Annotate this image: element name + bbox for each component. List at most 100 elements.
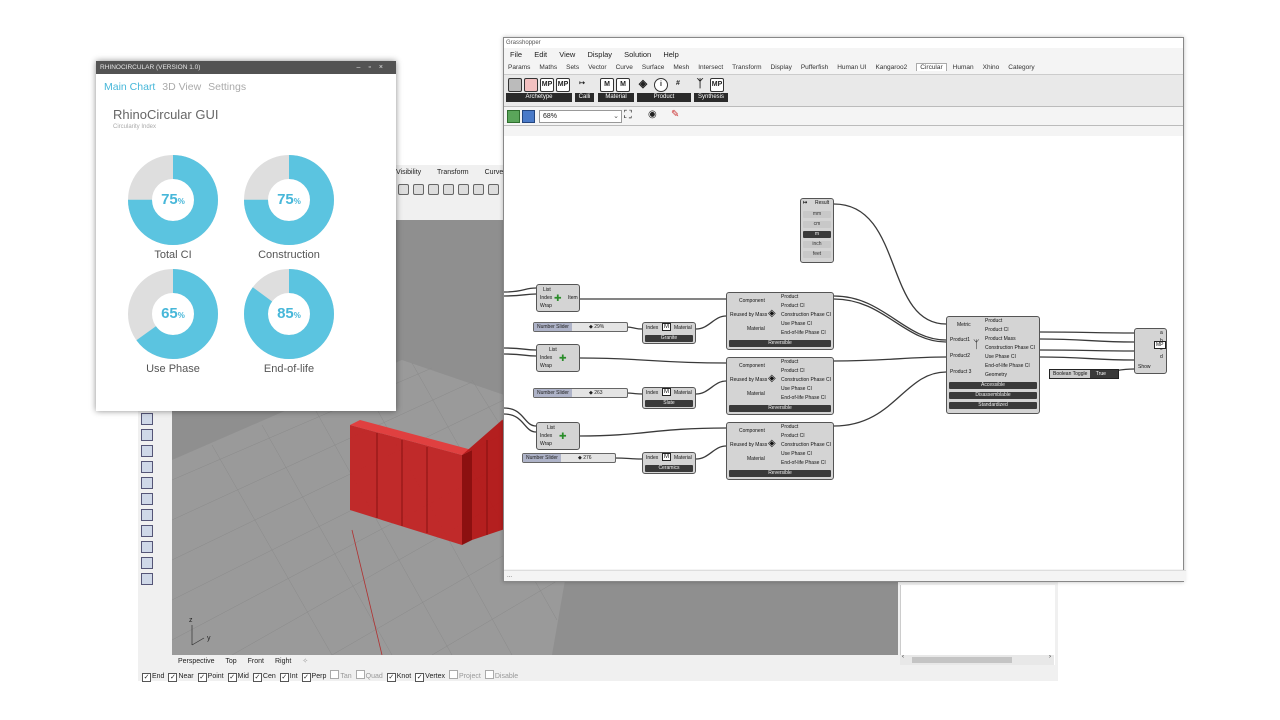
material-name-bar[interactable]: Ceramics xyxy=(645,465,693,472)
group-material[interactable]: Material xyxy=(598,93,634,102)
osnap-checkbox[interactable]: ✓ xyxy=(227,673,237,682)
gh-tab-transform[interactable]: Transform xyxy=(732,64,762,71)
maximize-icon[interactable]: ▫ xyxy=(368,64,379,71)
product-cube-icon[interactable]: ◈ xyxy=(638,78,648,90)
osnap-disable[interactable]: Disable xyxy=(484,670,518,680)
osnap-knot[interactable]: ✓Knot xyxy=(386,673,411,682)
gh-tab-params[interactable]: Params xyxy=(508,64,531,71)
view-tab-front[interactable]: Front xyxy=(247,658,264,665)
value-list-item-selected[interactable]: m xyxy=(803,231,831,238)
gh-tab-sets[interactable]: Sets xyxy=(566,64,580,71)
group-calli[interactable]: Calli xyxy=(575,93,594,102)
solid-icon[interactable] xyxy=(141,461,153,473)
show-icon[interactable] xyxy=(458,184,469,195)
tab-main-chart[interactable]: Main Chart xyxy=(104,81,156,93)
disassemblable-bar[interactable]: Disassemblable xyxy=(949,392,1037,399)
list-item-component[interactable]: List Index Wrap ✚ Item xyxy=(536,284,580,312)
tab-3d-view[interactable]: 3D View xyxy=(162,81,202,93)
gh-tab-intersect[interactable]: Intersect xyxy=(698,64,724,71)
sketch-pen-icon[interactable]: ✎ xyxy=(671,109,680,120)
rhino-tab-transform[interactable]: Transform xyxy=(436,169,469,176)
list-item-component[interactable]: List Index Wrap ✚ xyxy=(536,344,580,372)
tab-settings[interactable]: Settings xyxy=(208,81,247,93)
material-component[interactable]: Index M Material Ceramics xyxy=(642,452,696,474)
osnap-checkbox[interactable]: ✓ xyxy=(252,673,262,682)
group-product[interactable]: Product xyxy=(637,93,691,102)
menu-help[interactable]: Help xyxy=(663,50,679,59)
product-hash-icon[interactable]: # xyxy=(676,80,680,87)
car-icon[interactable] xyxy=(413,184,424,195)
lock-icon[interactable] xyxy=(488,184,499,195)
osnap-checkbox[interactable] xyxy=(449,670,459,679)
osnap-checkbox[interactable]: ✓ xyxy=(279,673,289,682)
osnap-checkbox[interactable]: ✓ xyxy=(197,673,207,682)
product-component[interactable]: Component Reused by Mass Material ◈ Prod… xyxy=(726,292,834,350)
dimension-icon[interactable] xyxy=(141,413,153,425)
warning-icon[interactable] xyxy=(141,573,153,585)
material-m-icon-2[interactable]: M xyxy=(616,78,630,92)
boolean-toggle[interactable]: Boolean Toggle True xyxy=(1049,369,1119,379)
rhino-tab-curve[interactable]: Curve T xyxy=(484,169,510,176)
material-name-bar[interactable]: Slate xyxy=(645,400,693,407)
reversible-bar[interactable]: Reversible xyxy=(729,405,831,412)
gh-tab-maths[interactable]: Maths xyxy=(539,64,558,71)
menu-view[interactable]: View xyxy=(559,50,576,59)
list-item-component[interactable]: List Index Wrap ✚ xyxy=(536,422,580,450)
osnap-int[interactable]: ✓Int xyxy=(279,673,298,682)
rhino-panel-scrollbar[interactable]: ‹ › xyxy=(900,654,1054,665)
osnap-point[interactable]: ✓Point xyxy=(197,673,224,682)
view-tab-right[interactable]: Right xyxy=(274,658,292,665)
product-info-icon[interactable]: i xyxy=(654,78,668,92)
gh-tab-kangaroo2[interactable]: Kangaroo2 xyxy=(875,64,908,71)
add-view-icon[interactable]: ✧ xyxy=(302,658,309,665)
value-list-item[interactable]: feet xyxy=(803,251,831,258)
number-slider[interactable]: Number Slider ◆ 276 xyxy=(522,453,616,463)
product-component[interactable]: Component Reused by Mass Material ◈ Prod… xyxy=(726,422,834,480)
osnap-checkbox[interactable]: ✓ xyxy=(415,673,425,682)
osnap-perp[interactable]: ✓Perp xyxy=(301,673,326,682)
scroll-thumb[interactable] xyxy=(912,657,1012,663)
gh-tab-display[interactable]: Display xyxy=(770,64,792,71)
number-slider[interactable]: Number Slider ◆ 263 xyxy=(533,388,628,398)
view-tab-top[interactable]: Top xyxy=(225,658,237,665)
hide-icon[interactable] xyxy=(443,184,454,195)
standardized-bar[interactable]: Standardized xyxy=(949,402,1037,409)
osnap-tan[interactable]: Tan xyxy=(330,670,352,680)
osnap-near[interactable]: ✓Near xyxy=(168,673,194,682)
group-archetype[interactable]: Archetype xyxy=(506,93,572,102)
gh-tab-category[interactable]: Category xyxy=(1008,64,1035,71)
menu-file[interactable]: File xyxy=(510,50,523,59)
osnap-project[interactable]: Project xyxy=(449,670,481,680)
scroll-left-icon[interactable]: ‹ xyxy=(902,654,904,660)
gh-tab-pufferfish[interactable]: Pufferfish xyxy=(800,64,829,71)
group-synthesis[interactable]: Synthesis xyxy=(694,93,728,102)
view-tab-perspective[interactable]: Perspective xyxy=(178,658,215,665)
osnap-checkbox[interactable] xyxy=(330,670,340,679)
menu-solution[interactable]: Solution xyxy=(624,50,652,59)
gh-tab-curve[interactable]: Curve xyxy=(615,64,633,71)
osnap-vertex[interactable]: ✓Vertex xyxy=(415,673,445,682)
synthesis-mp-icon[interactable]: MP xyxy=(710,78,724,92)
value-list-item[interactable]: mm xyxy=(803,211,831,218)
osnap-checkbox[interactable]: ✓ xyxy=(301,673,311,682)
accessible-bar[interactable]: Accessible xyxy=(949,382,1037,389)
unit-value-list[interactable]: ↦ Result mm cm m inch feet xyxy=(800,198,834,263)
gh-tab-vector[interactable]: Vector xyxy=(588,64,607,71)
osnap-mid[interactable]: ✓Mid xyxy=(227,673,249,682)
osnap-checkbox[interactable]: ✓ xyxy=(142,673,151,682)
archetype-mp-icon-1[interactable]: MP xyxy=(540,78,554,92)
preview-eye-icon[interactable]: ◉ xyxy=(648,109,657,120)
open-file-icon[interactable] xyxy=(507,110,520,123)
synthesis-component[interactable]: Metric Product1 Product2 Product 3 ᛉ Pro… xyxy=(946,316,1040,414)
number-slider[interactable]: Number Slider ◆ 29% xyxy=(533,322,628,332)
osnap-end[interactable]: ✓End xyxy=(142,673,164,682)
value-list-item[interactable]: inch xyxy=(803,241,831,248)
material-m-icon-1[interactable]: M xyxy=(600,78,614,92)
mesh-icon[interactable] xyxy=(141,477,153,489)
analyze-icon[interactable] xyxy=(141,525,153,537)
eye-icon[interactable] xyxy=(428,184,439,195)
transform-icon[interactable] xyxy=(141,429,153,441)
gh-tab-mesh[interactable]: Mesh xyxy=(673,64,690,71)
menu-edit[interactable]: Edit xyxy=(534,50,548,59)
archetype-icon-2[interactable] xyxy=(524,78,538,92)
